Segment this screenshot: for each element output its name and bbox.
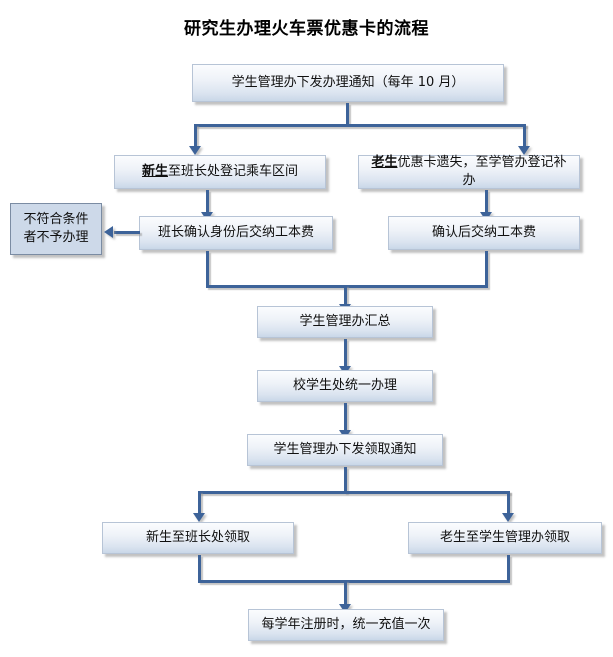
connector-school-to-pickup bbox=[344, 403, 347, 431]
connector-merge-bottom bbox=[198, 580, 510, 583]
connector-old-to-confirm bbox=[485, 190, 488, 213]
node-reject: 不符合条件 者不予办理 bbox=[10, 203, 102, 255]
arrow-to-reject bbox=[104, 226, 113, 238]
connector-pickup-down bbox=[344, 467, 347, 493]
connector-merge-mid bbox=[206, 285, 488, 288]
node-old-student: 老生优惠卡遗失，至学管办登记补办 bbox=[358, 155, 580, 189]
node-reject-line1: 不符合条件 bbox=[23, 212, 89, 228]
node-recharge: 每学年注册时，统一充值一次 bbox=[248, 609, 444, 641]
connector-new-pickup-down bbox=[198, 555, 201, 580]
arrow-to-new-pickup bbox=[193, 513, 205, 522]
connector-office-to-school bbox=[344, 339, 347, 367]
node-pickup-notice-label: 学生管理办下发领取通知 bbox=[273, 442, 417, 458]
node-school-process-label: 校学生处统一办理 bbox=[292, 378, 397, 394]
node-new-student-label: 新生至班长处登记乘车区间 bbox=[142, 163, 298, 181]
node-old-student-label: 老生优惠卡遗失，至学管办登记补办 bbox=[365, 154, 573, 189]
connector-merge-bottom-down bbox=[344, 580, 347, 606]
connector-old-pickup-down bbox=[507, 555, 510, 580]
connector-confirm-down bbox=[485, 251, 488, 285]
node-recharge-label: 每学年注册时，统一充值一次 bbox=[261, 617, 431, 633]
node-office-collect: 学生管理办汇总 bbox=[257, 306, 433, 338]
node-reject-line2: 者不予办理 bbox=[23, 230, 89, 245]
node-confirm-fee-label: 确认后交纳工本费 bbox=[431, 225, 536, 241]
connector-merge-mid-down bbox=[344, 285, 347, 306]
connector-new-to-monitor bbox=[206, 190, 209, 213]
arrow-to-old-student bbox=[518, 146, 530, 155]
connector-split-bottom bbox=[198, 491, 510, 494]
node-old-pickup: 老生至学生管理办领取 bbox=[408, 522, 602, 554]
node-monitor-confirm: 班长确认身份后交纳工本费 bbox=[139, 216, 333, 250]
node-monitor-confirm-label: 班长确认身份后交纳工本费 bbox=[157, 225, 314, 241]
node-new-pickup-label: 新生至班长处领取 bbox=[145, 530, 250, 546]
node-school-process: 校学生处统一办理 bbox=[257, 370, 433, 402]
connector-split-bottom-left bbox=[198, 491, 201, 514]
old-student-rest: 优惠卡遗失，至学管办登记补办 bbox=[397, 155, 567, 188]
arrow-to-new-student bbox=[189, 146, 201, 155]
node-new-student: 新生至班长处登记乘车区间 bbox=[114, 155, 326, 189]
node-old-pickup-label: 老生至学生管理办领取 bbox=[439, 530, 570, 546]
connector-split-top bbox=[194, 124, 526, 127]
arrow-to-recharge bbox=[339, 604, 351, 613]
connector-monitor-to-reject bbox=[114, 231, 140, 234]
node-notice-label: 学生管理办下发办理通知（每年 10 月） bbox=[231, 75, 465, 91]
new-student-rest: 至班长处登记乘车区间 bbox=[168, 164, 299, 180]
connector-split-bottom-right bbox=[507, 491, 510, 514]
connector-notice-down bbox=[346, 103, 349, 124]
connector-monitor-down bbox=[206, 251, 209, 285]
node-notice: 学生管理办下发办理通知（每年 10 月） bbox=[192, 64, 504, 102]
page-title: 研究生办理火车票优惠卡的流程 bbox=[184, 19, 429, 39]
new-student-emphasis: 新生 bbox=[141, 164, 168, 180]
connector-split-right bbox=[523, 124, 526, 147]
node-new-pickup: 新生至班长处领取 bbox=[102, 522, 294, 554]
node-pickup-notice: 学生管理办下发领取通知 bbox=[247, 434, 443, 466]
old-student-emphasis: 老生 bbox=[371, 155, 398, 171]
arrow-to-old-pickup bbox=[502, 513, 514, 522]
node-office-collect-label: 学生管理办汇总 bbox=[299, 314, 391, 330]
node-confirm-fee: 确认后交纳工本费 bbox=[388, 216, 580, 250]
connector-split-left bbox=[194, 124, 197, 147]
